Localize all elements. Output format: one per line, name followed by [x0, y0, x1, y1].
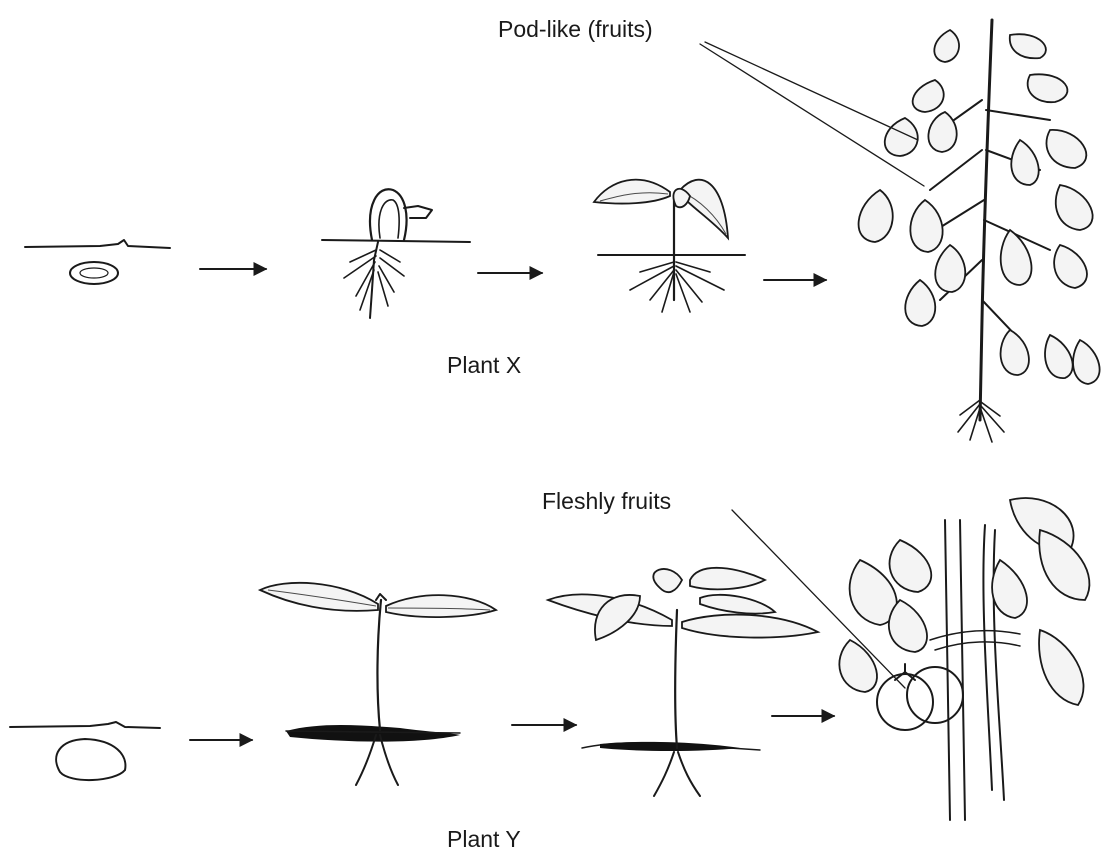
plant-x-seed-stage: [25, 240, 170, 284]
pod-like-fruits-label: Pod-like (fruits): [498, 16, 653, 43]
fleshy-fruits-label: Fleshly fruits: [542, 488, 671, 515]
plant-y-young-stage: [548, 568, 818, 796]
plant-y-leaves: [839, 498, 1089, 705]
plant-x-label: Plant X: [447, 352, 521, 379]
plant-x-germination-stage: [322, 189, 470, 318]
plant-y-fruits: [877, 664, 963, 730]
plant-y-seed-stage: [10, 722, 160, 780]
plant-y-row: [10, 498, 1089, 820]
plant-y-label: Plant Y: [447, 826, 521, 853]
plant-x-seed: [70, 262, 118, 284]
pod-leader-line-2: [700, 44, 924, 186]
plant-y-seed: [56, 739, 125, 780]
plant-x-seedling-stage: [594, 180, 745, 312]
plant-y-cotyledon-stage: [260, 583, 496, 785]
plant-x-row: [25, 20, 1100, 442]
plant-x-mature-stage: [859, 20, 1100, 442]
plant-x-leaves: [859, 30, 1100, 384]
pod-leader-line-1: [705, 42, 918, 140]
